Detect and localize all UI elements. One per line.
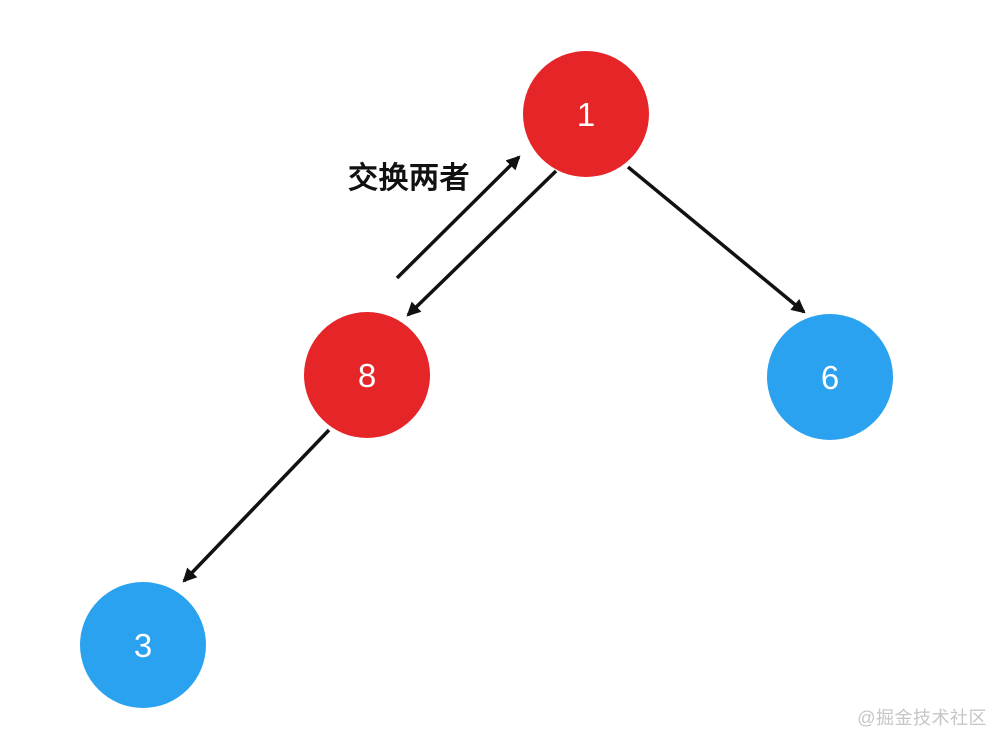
- edge-1-to-6-arrow: [626, 165, 806, 314]
- node-value: 3: [133, 626, 153, 664]
- node-value: 1: [576, 95, 596, 133]
- tree-node-6: 6: [767, 314, 893, 440]
- tree-node-3: 3: [80, 582, 206, 708]
- swap-label: 交换两者: [348, 162, 470, 195]
- edge-8-to-3-arrow: [182, 428, 331, 583]
- node-value: 6: [820, 358, 840, 396]
- tree-node-8: 8: [304, 312, 430, 438]
- watermark: @掘金技术社区: [857, 708, 987, 728]
- tree-node-1: 1: [523, 51, 649, 177]
- node-value: 8: [357, 356, 377, 394]
